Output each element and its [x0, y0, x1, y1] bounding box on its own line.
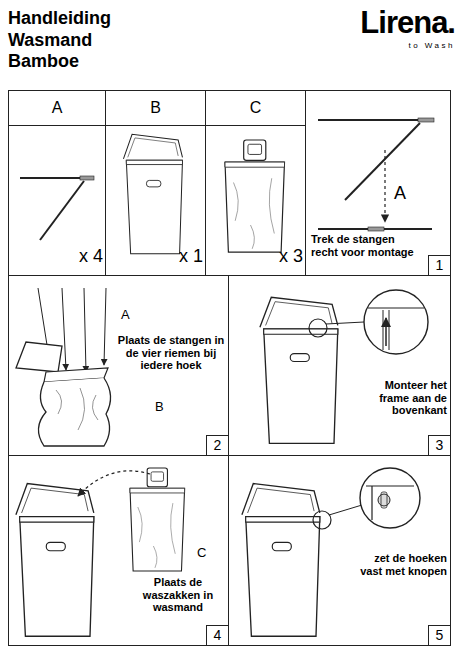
quantity-label: x 3	[261, 246, 303, 267]
part-header-cell: B	[105, 90, 206, 126]
step-panel: A Plaats de stangen in de vier riemen bij…	[8, 275, 229, 456]
instruction-text: Plaats de waszakken in wasmand	[135, 576, 221, 614]
instruction-text: Plaats de stangen in de vier riemen bij …	[117, 334, 225, 372]
step-number: 3	[429, 437, 450, 453]
step-number-box: 5	[428, 625, 451, 646]
part-letter: A	[9, 99, 105, 117]
instruction-text: Monteer het frame aan de bovenkant	[363, 379, 447, 417]
quantity-label: x 1	[161, 246, 203, 267]
brand-logo: Lirena.	[330, 6, 455, 40]
part-cell: x 3	[205, 125, 306, 276]
part-callout: B	[155, 400, 175, 415]
part-callout: A	[394, 183, 418, 204]
instruction-text: Trek de stangen recht voor montage	[311, 233, 423, 258]
part-callout: A	[121, 308, 141, 323]
manual-title: Handleiding Wasmand Bamboe	[8, 8, 158, 73]
step-panel: A Trek de stangen recht voor montage 1	[305, 90, 451, 276]
step-number-box: 3	[428, 435, 451, 456]
step-number: 1	[429, 257, 450, 273]
step-number-box: 4	[206, 625, 229, 646]
part-cell: x 4	[8, 125, 106, 276]
part-callout: C	[197, 546, 217, 561]
part-header-cell: A	[8, 90, 106, 126]
quantity-label: x 4	[61, 246, 103, 267]
step-number-box: 2	[206, 435, 229, 456]
step-number: 2	[207, 437, 228, 453]
part-cell: x 1	[105, 125, 206, 276]
instruction-text: zet de hoeken vast met knopen	[357, 552, 447, 577]
part-letter: B	[106, 99, 205, 117]
brand-tagline: to Wash	[385, 42, 455, 51]
step-panel: C Plaats de waszakken in wasmand 4	[8, 455, 229, 646]
step-number: 4	[207, 627, 228, 643]
step-panel: zet de hoeken vast met knopen 5	[228, 455, 451, 646]
part-header-cell: C	[205, 90, 306, 126]
part-letter: C	[206, 99, 305, 117]
step-panel: Monteer het frame aan de bovenkant 3	[228, 275, 451, 456]
step-number: 5	[429, 627, 450, 643]
step-number-box: 1	[428, 255, 451, 276]
